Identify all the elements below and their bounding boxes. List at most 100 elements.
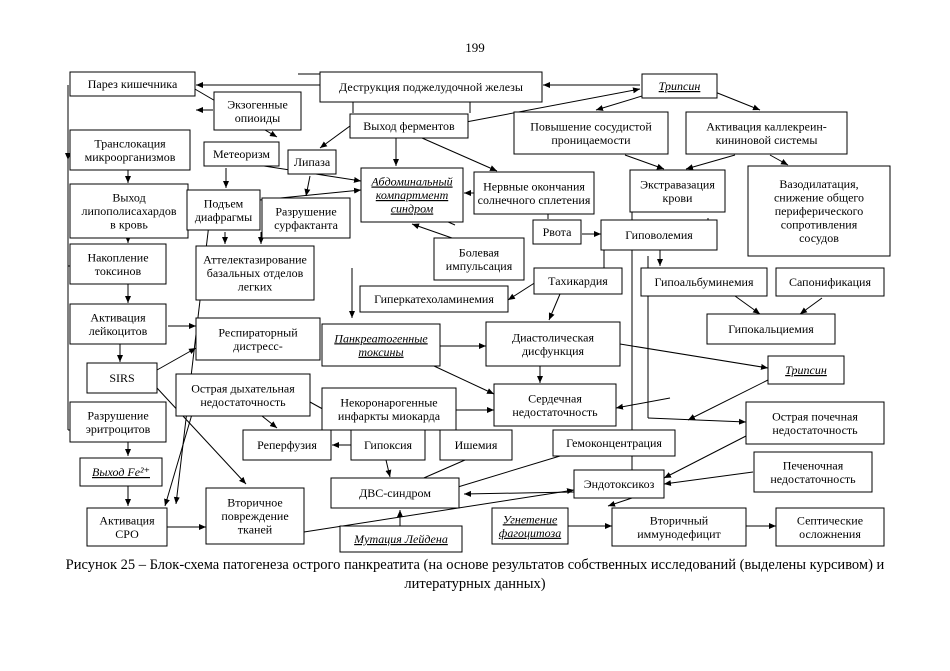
node-label: Печеночная xyxy=(783,458,844,472)
connector-arrow xyxy=(607,497,633,507)
node-label: микроорганизмов xyxy=(85,150,176,164)
node-box xyxy=(186,189,261,231)
node-lipase: Липаза xyxy=(287,149,337,175)
page-number: 199 xyxy=(465,40,485,55)
node-label: Вторичный xyxy=(650,513,709,527)
node-label: Гипоксия xyxy=(364,438,413,452)
node-sirs: SIRS xyxy=(86,362,158,394)
node-label: импульсация xyxy=(446,259,513,273)
node-box xyxy=(69,303,167,345)
node-box xyxy=(321,387,457,431)
node-box xyxy=(195,317,321,361)
connector-arrow xyxy=(687,379,769,421)
node-label: SIRS xyxy=(109,371,134,385)
node-label: недостаточность xyxy=(200,395,286,409)
node-box xyxy=(775,267,885,297)
node-enzymes: Выход ферментов xyxy=(349,113,469,139)
node-hypoalbumin: Гипоальбуминемия xyxy=(640,267,768,297)
node-box xyxy=(319,71,543,103)
node-box xyxy=(86,362,158,394)
node-label: Экзогенные xyxy=(227,97,288,111)
node-label: иммунодефицит xyxy=(637,527,721,541)
connector-arrow xyxy=(734,295,761,315)
node-box xyxy=(339,525,463,553)
node-box xyxy=(767,355,845,385)
node-label: Эндотоксикоз xyxy=(584,477,655,491)
node-hypocalcemia: Гипокальциемия xyxy=(706,313,836,345)
node-label: диафрагмы xyxy=(195,210,252,224)
node-label: сопротивления xyxy=(781,218,858,232)
node-label: Липаза xyxy=(294,155,331,169)
node-box xyxy=(321,323,441,367)
node-box xyxy=(287,149,337,175)
node-vomit: Рвота xyxy=(532,219,582,245)
node-meteorism: Метеоризм xyxy=(203,141,280,167)
connector-arrow xyxy=(447,455,561,491)
node-label: недостаточность xyxy=(512,405,598,419)
connector-arrow xyxy=(261,415,278,429)
connector-arrow xyxy=(304,175,311,197)
node-endotox: Эндотоксикоз xyxy=(573,469,665,499)
node-ischemia: Ишемия xyxy=(439,429,513,461)
node-vasodilation: Вазодилатация,снижение общегопериферичес… xyxy=(747,165,891,257)
node-kallikrein: Активация каллекреин-кининовой системы xyxy=(685,111,848,155)
node-box xyxy=(195,245,315,301)
connector-arrow xyxy=(385,459,392,478)
node-box xyxy=(493,383,617,427)
node-label: Мутация Лейдена xyxy=(353,532,448,546)
node-label: базальных отделов xyxy=(207,266,304,280)
node-box xyxy=(485,321,621,367)
node-box xyxy=(600,219,718,251)
connector-arrow xyxy=(663,435,747,479)
node-label: токсины xyxy=(358,345,403,359)
node-hypercat: Гиперкатехоламинемия xyxy=(359,285,509,313)
node-box xyxy=(473,171,595,215)
connector-arrow xyxy=(319,125,351,149)
node-box xyxy=(360,167,464,223)
node-label: Вторичное xyxy=(227,496,282,510)
node-label: дистресс- xyxy=(233,339,283,353)
node-label: Разрушение xyxy=(275,204,336,218)
node-label: Выход xyxy=(112,191,145,205)
node-label: Выход ферментов xyxy=(363,119,455,133)
connector-arrow xyxy=(156,387,247,485)
connector-arrow xyxy=(685,154,736,170)
node-label: солнечного сплетения xyxy=(478,193,591,207)
connector-arrow xyxy=(303,488,575,533)
node-label: Аттелектазирование xyxy=(203,253,307,267)
node-saponification: Сапонификация xyxy=(775,267,885,297)
node-label: Диастолическая xyxy=(512,330,595,344)
node-dic: ДВС-синдром xyxy=(330,477,460,509)
node-label: Метеоризм xyxy=(213,147,270,161)
node-label: Абдоминальный xyxy=(370,175,452,189)
node-label: Угнетение xyxy=(503,512,558,526)
node-box xyxy=(513,111,669,155)
node-box xyxy=(350,429,426,461)
node-label: Респираторный xyxy=(218,325,298,339)
node-hypovolemia: Гиповолемия xyxy=(600,219,718,251)
connector-arrow xyxy=(507,281,537,301)
node-label: Острая почечная xyxy=(772,409,858,423)
node-box xyxy=(349,113,469,139)
connector-arrow xyxy=(463,490,575,497)
node-box xyxy=(86,507,168,547)
node-label: токсинов xyxy=(95,264,142,278)
node-box xyxy=(775,507,885,547)
node-hemoconc: Гемоконцентрация xyxy=(552,429,676,457)
connector-arrow xyxy=(647,417,747,425)
node-label: Сапонификация xyxy=(789,275,871,289)
node-label: Гиповолемия xyxy=(625,228,693,242)
node-label: Сердечная xyxy=(528,391,582,405)
node-label: Деструкция поджелудочной железы xyxy=(339,80,523,94)
node-box xyxy=(69,183,189,239)
